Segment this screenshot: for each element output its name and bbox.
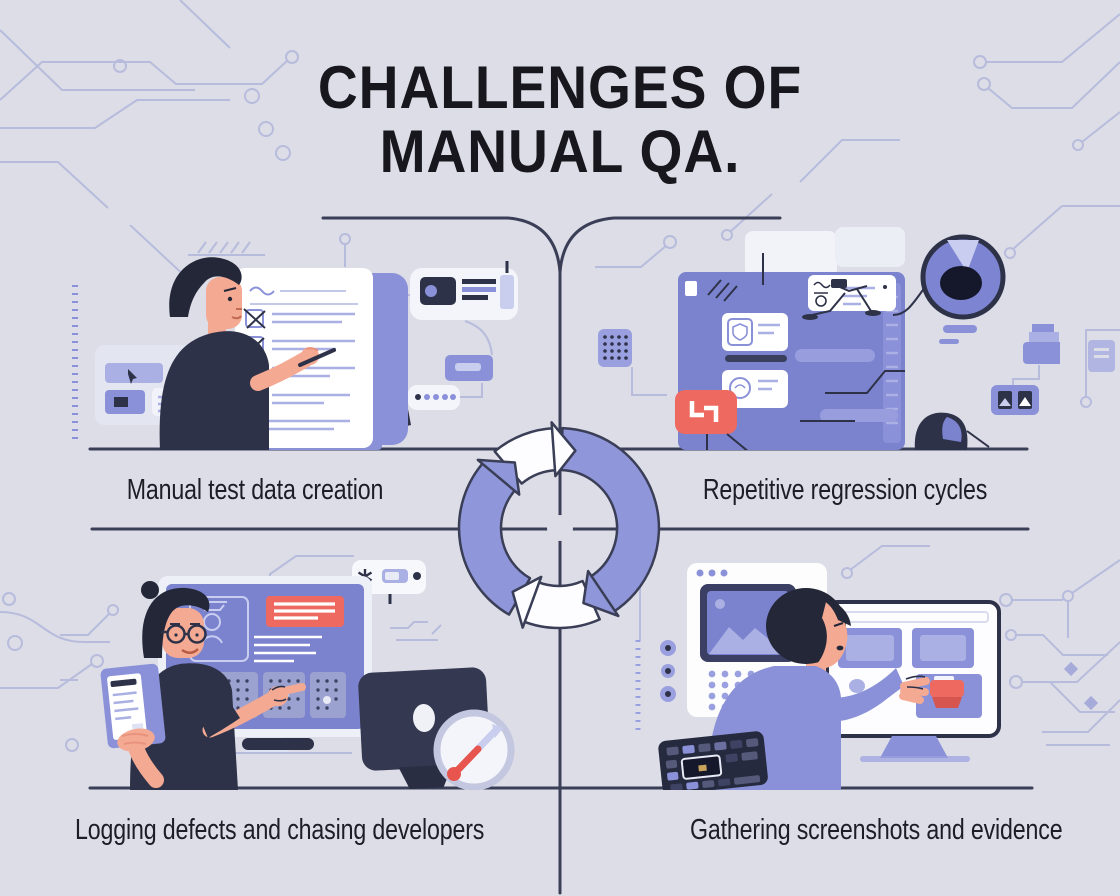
clipboard-report	[100, 663, 166, 749]
test-card	[808, 275, 896, 311]
page-title: CHALLENGES OF MANUAL QA.	[45, 54, 1075, 186]
title-line-1: CHALLENGES OF	[317, 54, 803, 121]
thermometer-gauge-icon	[433, 709, 515, 790]
test-card	[722, 313, 788, 351]
quadrant-label-manual-test-data: Manual test data creation	[126, 474, 384, 506]
printer-icon	[1012, 324, 1060, 391]
quadrant-label-logging-defects: Logging defects and chasing developers	[75, 814, 485, 846]
timer-dial-icon	[892, 234, 1006, 344]
screenshot-thumbnails	[838, 628, 974, 668]
alert-box	[266, 596, 344, 627]
keyboard-pad	[658, 731, 768, 790]
link-icon	[675, 390, 749, 450]
quadrant-label-gathering-screenshots: Gathering screenshots and evidence	[690, 814, 1063, 846]
cycle-arrows-icon	[457, 421, 661, 630]
title-line-2: MANUAL QA.	[379, 118, 741, 186]
test-card	[722, 370, 788, 408]
tester-person	[100, 581, 306, 790]
grabbed-screenshot	[930, 676, 964, 708]
illustration-regression-cycles	[595, 227, 1060, 450]
mouse-shape	[914, 412, 990, 450]
illustration-gathering-screenshots	[635, 545, 1115, 790]
quadrant-label-regression-cycles: Repetitive regression cycles	[702, 474, 988, 506]
side-panel-right	[408, 261, 518, 410]
photo-evidence-panel	[991, 385, 1039, 415]
keypad-panel	[595, 235, 677, 396]
